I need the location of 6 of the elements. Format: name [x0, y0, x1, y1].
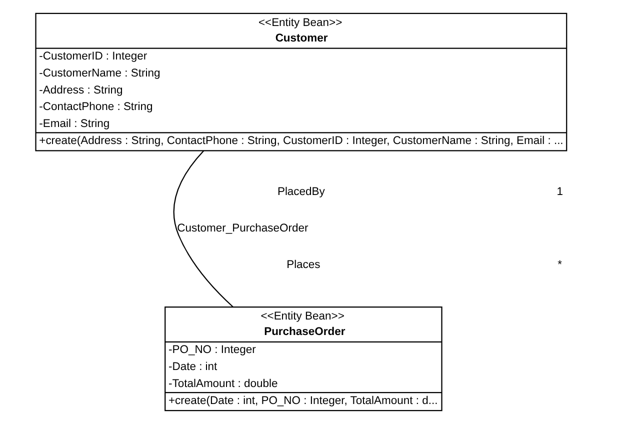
- label: *: [557, 258, 562, 271]
- edge-label: Customer_PurchaseOrder: [176, 222, 308, 234]
- label: 1: [556, 186, 562, 198]
- label: PlacedBy: [276, 186, 324, 198]
- connector: [172, 150, 233, 307]
- label: Places: [286, 258, 320, 271]
